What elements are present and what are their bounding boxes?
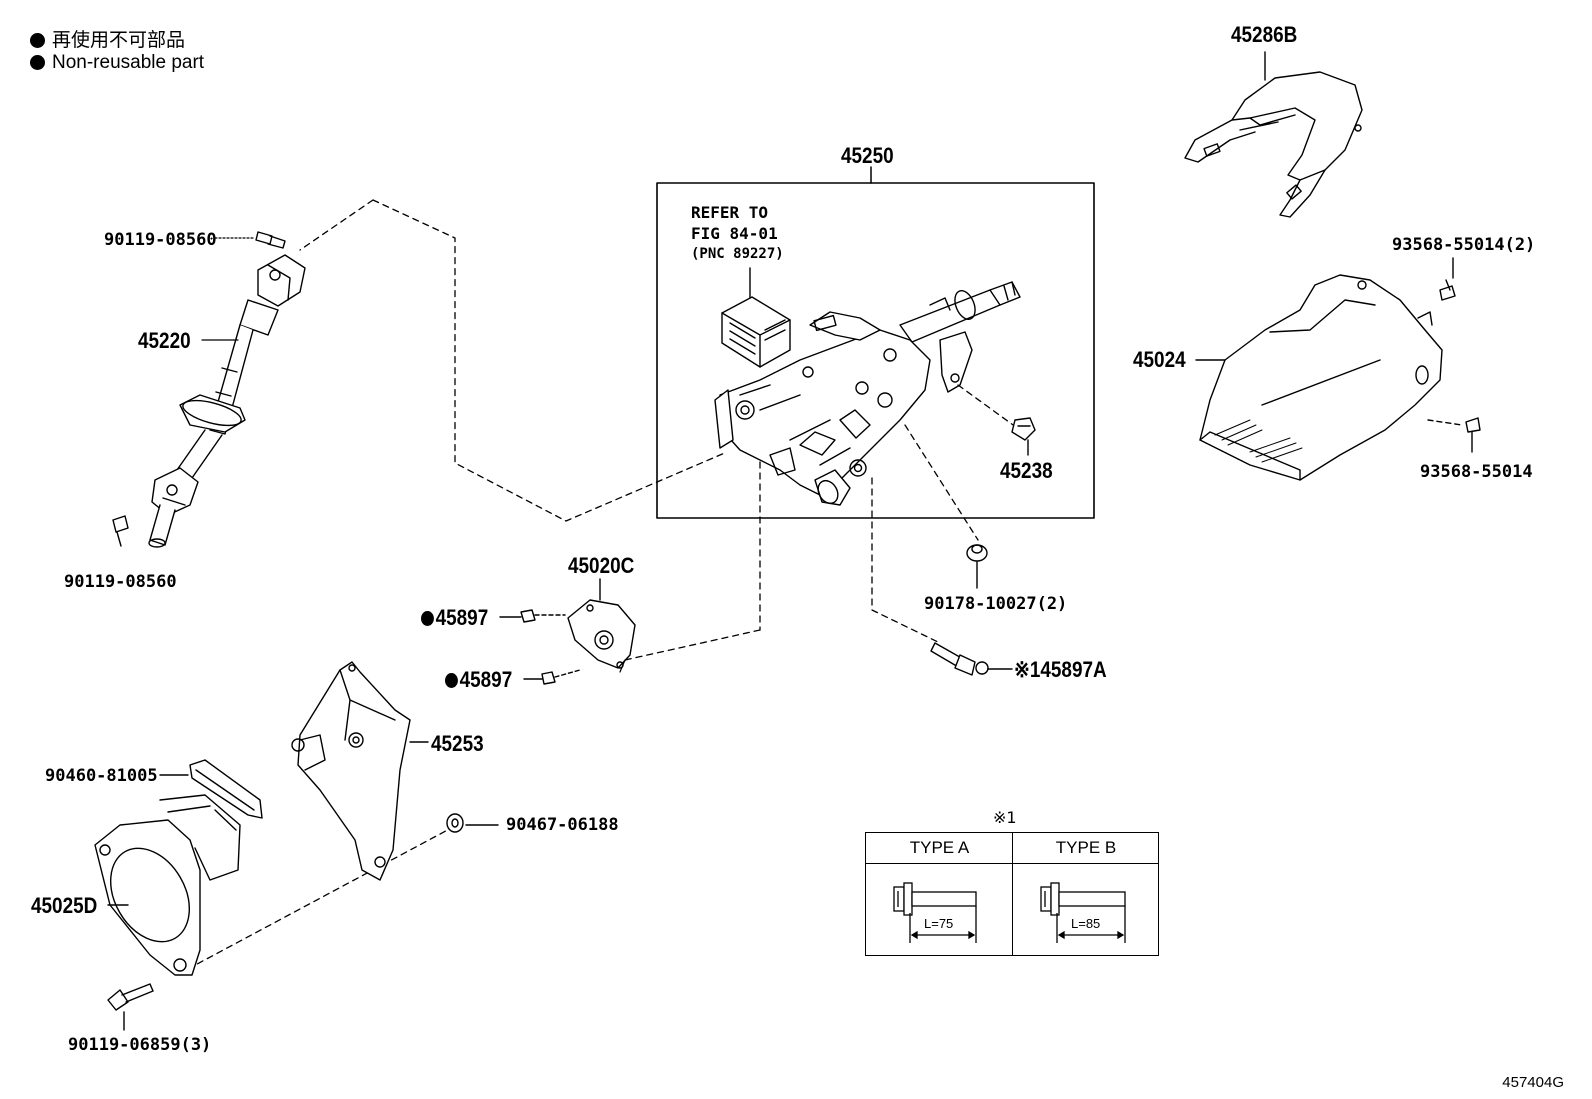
label-45220: 45220	[138, 328, 191, 353]
type-a-bolt-icon	[893, 882, 977, 943]
label-90119-08560-top: 90119-08560	[104, 230, 217, 250]
nut-icon	[966, 544, 988, 589]
washer-icon	[446, 813, 499, 833]
label-45020c: 45020C	[568, 553, 635, 578]
bolt-type-table: TYPE A L=75 TYPE B	[865, 832, 1159, 956]
bullet-icon	[30, 33, 45, 48]
non-reusable-dot-icon	[445, 673, 458, 688]
label-45286b: 45286B	[1231, 22, 1298, 47]
label-93568-55014-2: 93568-55014(2)	[1392, 235, 1536, 255]
clip-icon	[1011, 417, 1036, 456]
legend-line-en: Non-reusable part	[30, 52, 204, 74]
non-reusable-dot-icon	[421, 611, 434, 626]
type-table-note: ※1	[993, 808, 1017, 827]
boot-45025d-drawing	[94, 794, 241, 976]
label-45025d: 45025D	[31, 893, 98, 918]
label-90460-81005: 90460-81005	[45, 766, 158, 786]
legend-line-jp: 再使用不可部品	[30, 30, 204, 52]
label-93568-55014: 93568-55014	[1420, 462, 1533, 482]
reference-note: REFER TO FIG 84-01 (PNC 89227)	[691, 203, 784, 262]
figure-number: 457404G	[1502, 1074, 1564, 1091]
seal-icon	[159, 759, 263, 819]
upper-cover-drawing	[1184, 51, 1363, 218]
label-45897-upper: 45897	[421, 605, 488, 631]
connector-module	[721, 267, 791, 368]
label-45024: 45024	[1133, 347, 1186, 372]
legend: 再使用不可部品 Non-reusable part	[30, 30, 204, 74]
label-45897a: ※145897A	[1014, 657, 1107, 682]
label-45897-lower: 45897	[445, 667, 512, 693]
label-45250: 45250	[841, 143, 894, 168]
bolt-45897a-icon	[930, 642, 1013, 676]
label-90467-06188: 90467-06188	[506, 815, 619, 835]
lower-cover-drawing	[1195, 274, 1463, 481]
steering-column-drawing	[714, 281, 1021, 506]
label-90178-10027-2: 90178-10027(2)	[924, 594, 1068, 614]
type-b-length: L=85	[1071, 916, 1101, 931]
bullet-icon	[30, 55, 45, 70]
screw-icon	[1439, 257, 1481, 453]
type-a-length: L=75	[924, 916, 954, 931]
type-b-column: TYPE B L=85	[1012, 833, 1159, 955]
bolt-icon	[112, 231, 286, 547]
column-assembly-frame	[656, 182, 1095, 519]
label-45238: 45238	[1000, 458, 1053, 483]
label-90119-08560-bottom: 90119-08560	[64, 572, 177, 592]
label-90119-06859-3: 90119-06859(3)	[68, 1035, 212, 1055]
intermediate-shaft-drawing	[148, 254, 306, 548]
bolt-90119-06859-icon	[107, 983, 154, 1031]
plate-45253-drawing	[291, 661, 429, 881]
type-b-header: TYPE B	[1013, 833, 1159, 864]
type-a-header: TYPE A	[866, 833, 1013, 864]
type-a-column: TYPE A L=75	[866, 833, 1013, 955]
label-45253: 45253	[431, 731, 484, 756]
bracket-45020c-drawing	[499, 578, 636, 685]
type-b-bolt-icon	[1040, 882, 1126, 943]
